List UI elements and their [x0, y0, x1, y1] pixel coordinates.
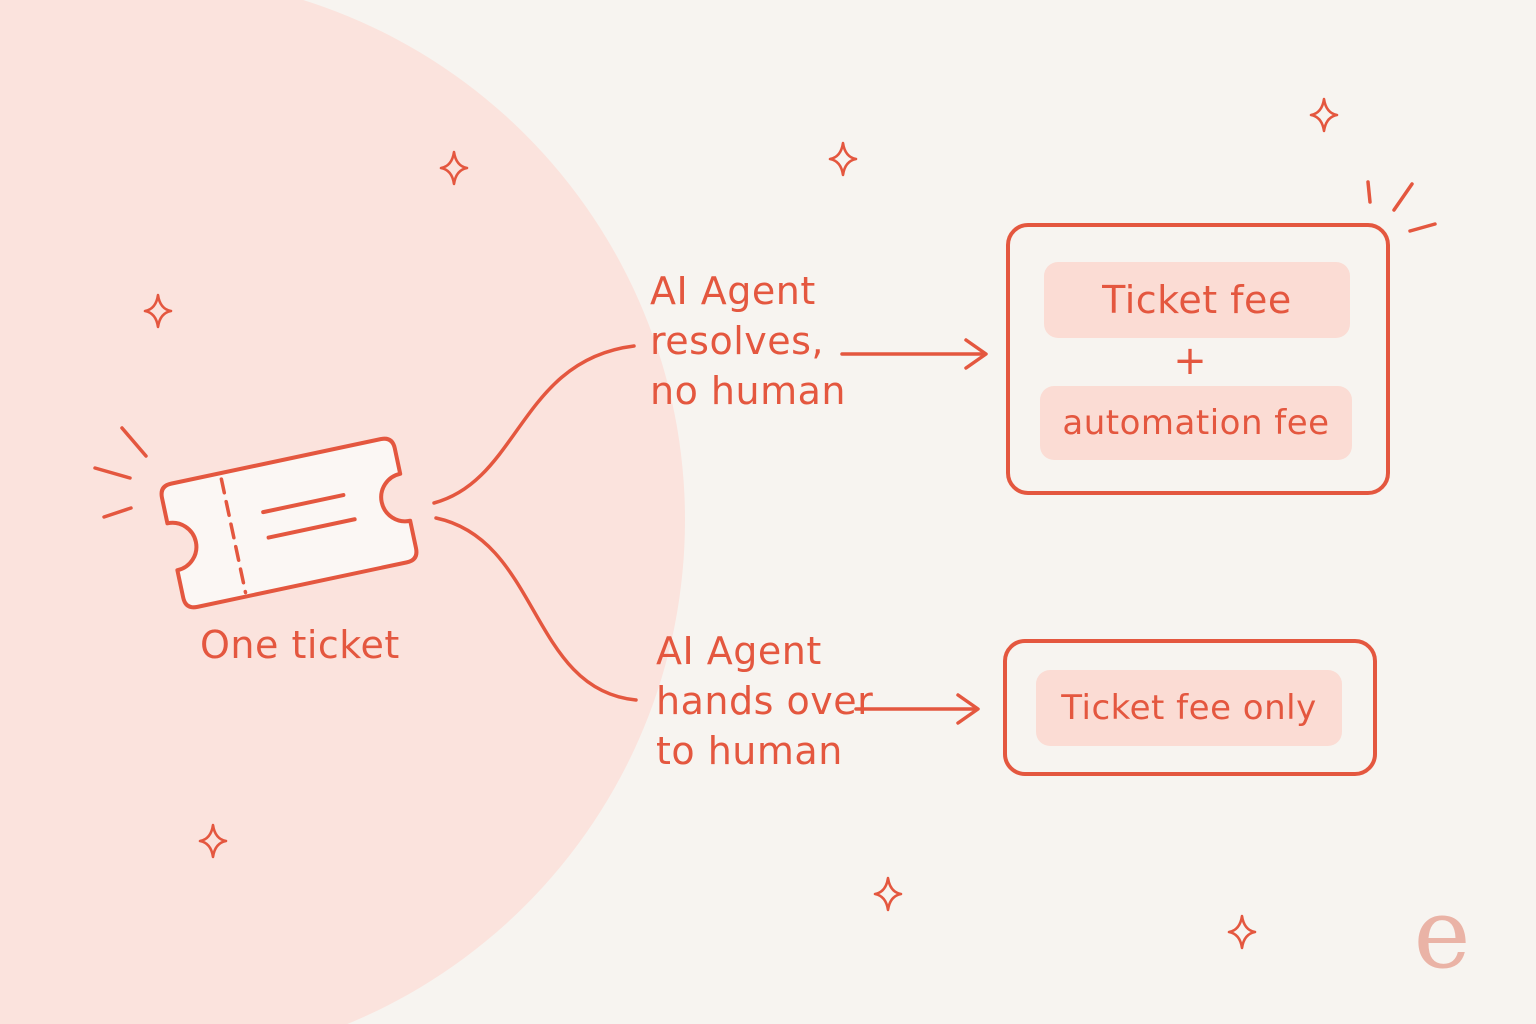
sparkle-icon	[1309, 97, 1339, 133]
fee-pill-ticket-only: Ticket fee only	[1036, 670, 1342, 746]
branch-label-line: no human	[650, 369, 846, 413]
ticket-icon	[159, 436, 419, 610]
arrow-right-icon	[840, 338, 988, 370]
connector-top	[432, 344, 636, 505]
burst-lines-icon	[1366, 180, 1437, 233]
branch-label-line: AI Agent	[656, 629, 822, 673]
connector-bottom	[434, 516, 638, 702]
sparkle-icon	[143, 293, 173, 329]
branch-label-resolves: AI Agent resolves, no human	[650, 266, 846, 416]
outcome-box-automation	[1006, 223, 1390, 495]
branch-label-line: AI Agent	[650, 269, 816, 313]
sparkle-icon	[439, 150, 469, 186]
fee-plus-sign: +	[1173, 338, 1207, 384]
branch-label-line: hands over	[656, 679, 874, 723]
branch-label-line: resolves,	[650, 319, 825, 363]
fee-pill-ticket: Ticket fee	[1044, 262, 1350, 338]
branch-label-line: to human	[656, 729, 843, 773]
fee-pill-automation: automation fee	[1040, 386, 1352, 460]
branch-label-handover: AI Agent hands over to human	[656, 626, 873, 776]
sparkle-icon	[198, 823, 228, 859]
ticket-label: One ticket	[200, 623, 400, 667]
sparkle-icon	[1227, 914, 1257, 950]
brand-logo: e	[1413, 878, 1471, 990]
sparkle-icon	[828, 141, 858, 177]
sparkle-icon	[873, 876, 903, 912]
outcome-box-handover	[1003, 639, 1377, 776]
arrow-right-icon	[854, 693, 980, 725]
burst-lines-icon	[93, 426, 148, 519]
